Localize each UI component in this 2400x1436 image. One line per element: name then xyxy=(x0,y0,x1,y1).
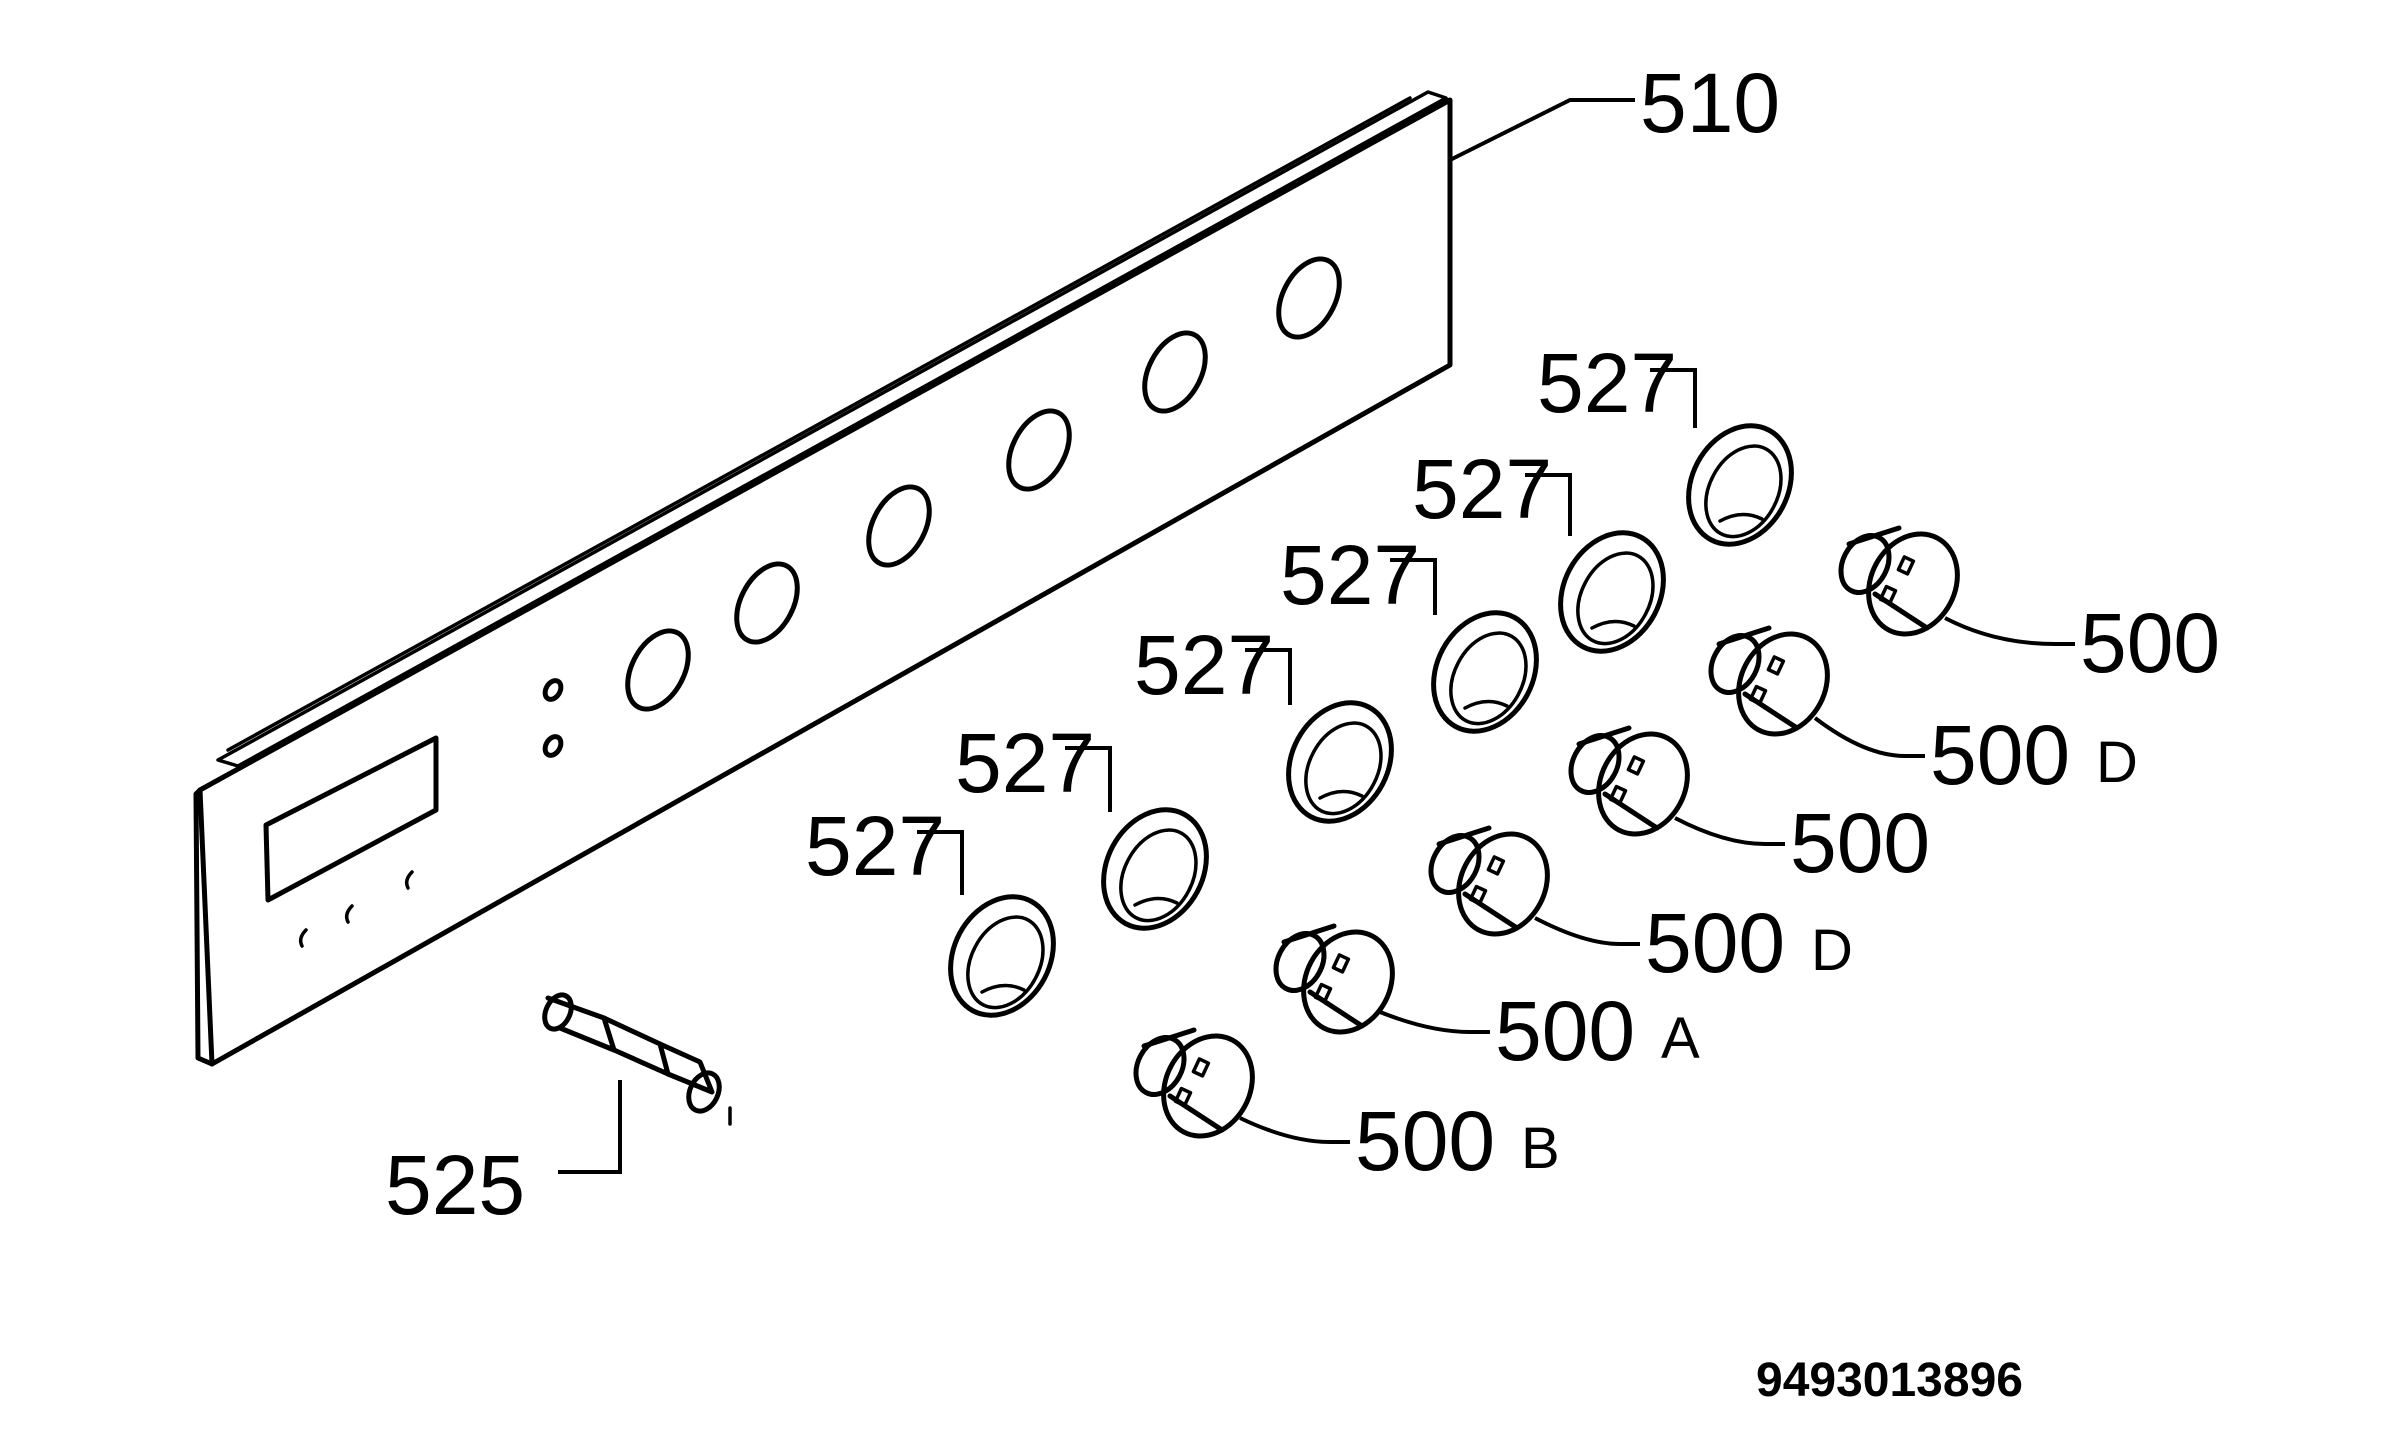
display-window xyxy=(263,735,439,903)
button-icon xyxy=(344,904,354,924)
leader-527 xyxy=(1390,558,1437,615)
part-number-527: 527 xyxy=(805,799,945,893)
trim-ring: 527 xyxy=(1537,336,1794,547)
part-number-500: 500 xyxy=(1495,984,1635,1078)
part-number-500: 500 xyxy=(1355,1094,1495,1188)
button-icon xyxy=(404,870,414,890)
leader-525 xyxy=(558,1080,622,1174)
leader-500 xyxy=(1813,716,1925,758)
leader-500 xyxy=(1379,1010,1490,1034)
leader-500 xyxy=(1944,616,2075,646)
part-number-527: 527 xyxy=(955,716,1095,810)
leader-500 xyxy=(1674,816,1785,846)
trim-ring: 527 xyxy=(1412,442,1666,654)
leader-500 xyxy=(1239,1116,1350,1144)
control-knob: 500 D xyxy=(1708,625,2138,802)
control-knob: 500 D xyxy=(1428,825,1853,990)
control-knob: 500 A xyxy=(1273,923,1700,1078)
button-icon xyxy=(298,928,308,948)
part-number-525: 525 xyxy=(385,1138,525,1232)
leader-527 xyxy=(1245,648,1292,705)
control-panel xyxy=(193,90,1453,1067)
indicator-hole xyxy=(542,678,564,702)
part-number-527: 527 xyxy=(1537,336,1677,430)
part-number-500: 500 xyxy=(2080,596,2220,690)
part-suffix: D xyxy=(2096,730,2138,795)
indicator-hole xyxy=(542,734,564,758)
leader-500 xyxy=(1534,916,1640,946)
knob-holes xyxy=(625,256,1342,712)
trim-ring: 527 xyxy=(805,799,1056,1018)
trim-ring: 527 xyxy=(1134,618,1394,824)
part-number-500: 500 xyxy=(1790,796,1930,890)
leader-527 xyxy=(1065,746,1112,812)
part-suffix: B xyxy=(1521,1116,1560,1181)
leader-527 xyxy=(1650,368,1697,428)
part-suffix: A xyxy=(1661,1006,1700,1071)
part-number-500: 500 xyxy=(1930,708,2070,802)
part-suffix: D xyxy=(1811,918,1853,983)
document-number: 9493013896 xyxy=(1756,1354,2023,1407)
part-number-527: 527 xyxy=(1412,442,1552,536)
leader-510 xyxy=(1449,98,1635,162)
trim-ring: 527 xyxy=(1280,528,1539,734)
part-number-510: 510 xyxy=(1640,56,1780,150)
trim-ring: 527 xyxy=(955,716,1209,931)
part-number-500: 500 xyxy=(1645,896,1785,990)
part-number-527: 527 xyxy=(1134,618,1274,712)
extension-shaft xyxy=(542,992,732,1126)
leader-527 xyxy=(917,830,964,895)
control-knob: 500 B xyxy=(1133,1027,1560,1188)
leader-527 xyxy=(1525,473,1572,536)
control-knob: 500 xyxy=(1838,525,2220,690)
part-number-527: 527 xyxy=(1280,528,1420,622)
control-knob: 500 xyxy=(1568,725,1930,890)
